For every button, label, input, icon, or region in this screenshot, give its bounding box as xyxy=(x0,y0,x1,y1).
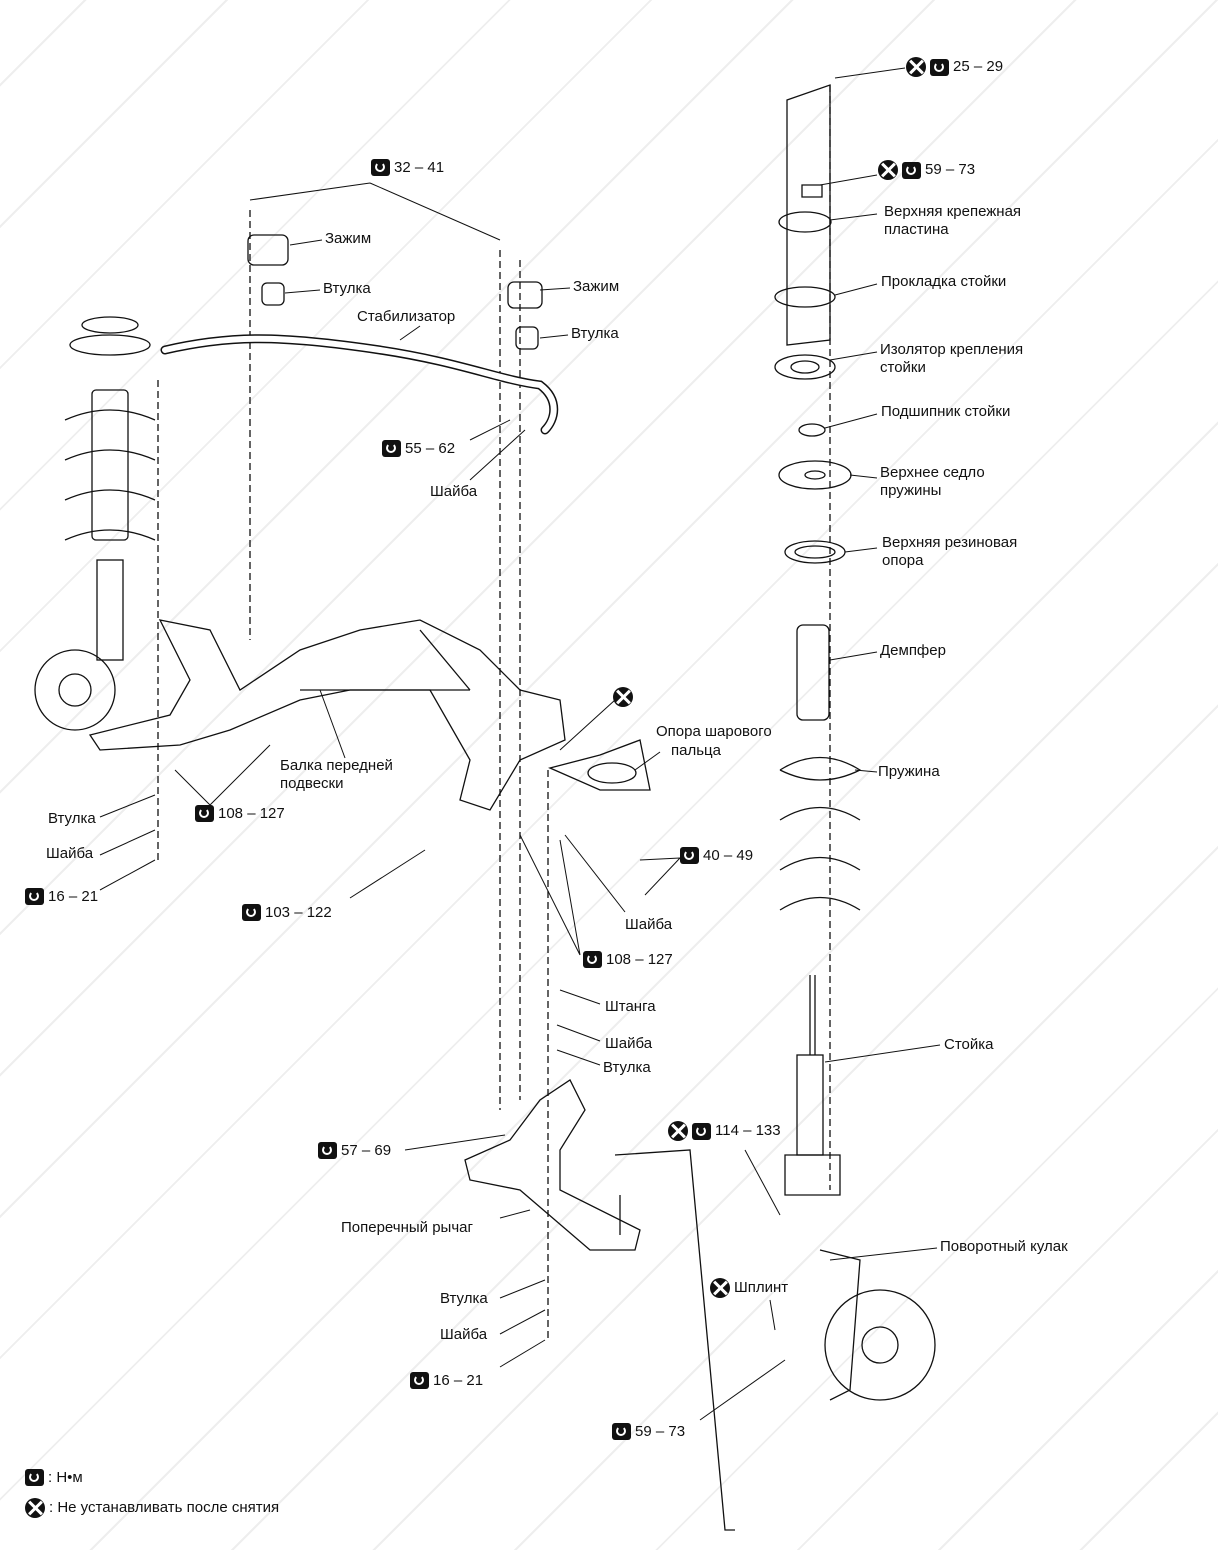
label-clamp: Зажим xyxy=(325,230,372,247)
torque-value: 103 – 122 xyxy=(265,903,332,921)
stabilizer-bar xyxy=(160,334,559,435)
torque-wrench-icon xyxy=(25,1469,44,1486)
label-bushing: Втулка xyxy=(603,1059,651,1076)
torque-value: 32 – 41 xyxy=(394,158,445,176)
torque-value: 57 – 69 xyxy=(341,1141,392,1159)
torque-wrench-icon xyxy=(692,1122,711,1140)
label-rubber-mount: Верхняя резиновая xyxy=(882,534,1018,551)
legend-text: : Не устанавливать после снятия xyxy=(49,1499,280,1516)
torque-value: 16 – 21 xyxy=(48,887,99,905)
torque-wrench-icon xyxy=(680,847,699,864)
no-reuse-callout xyxy=(613,687,633,707)
leader-lines xyxy=(99,67,941,1421)
torque-value: 40 – 49 xyxy=(703,846,754,864)
torque-callout: 114 – 133 xyxy=(668,1121,781,1141)
label-bushing: Втулка xyxy=(48,810,96,827)
torque-wrench-icon xyxy=(382,440,401,457)
torque-callout: 16 – 21 xyxy=(25,888,98,905)
label-upper-plate: Верхняя крепежная xyxy=(884,203,1022,220)
torque-wrench-icon xyxy=(410,1372,429,1389)
torque-value: 25 – 29 xyxy=(953,58,1004,75)
torque-callout: 103 – 122 xyxy=(242,904,332,921)
label-strut-gasket: Прокладка стойки xyxy=(881,273,1007,290)
torque-value: 16 – 21 xyxy=(433,1371,484,1389)
strut-stack xyxy=(774,84,936,1401)
torque-callout: 57 – 69 xyxy=(318,1142,391,1159)
no-reuse-icon xyxy=(906,57,926,77)
label-ball-joint-2: пальца xyxy=(671,742,721,759)
label-washer: Шайба xyxy=(430,483,478,500)
torque-callout: 40 – 49 xyxy=(680,847,753,864)
torque-callout: 59 – 73 xyxy=(878,160,975,180)
legend-torque: : Н•м xyxy=(25,1469,83,1486)
no-reuse-icon xyxy=(668,1121,688,1141)
label-rod: Штанга xyxy=(605,998,656,1015)
torque-value: 59 – 73 xyxy=(925,161,976,178)
no-reuse-icon xyxy=(878,160,898,180)
label-strut-bearing: Подшипник стойки xyxy=(881,403,1011,420)
legend-no-reuse: : Не устанавливать после снятия xyxy=(25,1498,279,1518)
torque-wrench-icon xyxy=(318,1142,337,1159)
torque-wrench-icon xyxy=(583,951,602,968)
lower-arm xyxy=(464,1079,641,1251)
label-transverse-arm: Поперечный рычаг xyxy=(341,1219,473,1236)
torque-value: 114 – 133 xyxy=(715,1122,781,1139)
label-spring: Пружина xyxy=(878,763,940,780)
label-upper-seat: Верхнее седло xyxy=(880,464,985,481)
torque-value: 108 – 127 xyxy=(218,804,285,822)
label-clamp: Зажим xyxy=(573,278,620,295)
torque-wrench-icon xyxy=(612,1423,631,1440)
label-washer: Шайба xyxy=(46,845,94,862)
torque-callout: 59 – 73 xyxy=(612,1423,685,1440)
torque-callout: 108 – 127 xyxy=(583,951,673,968)
label-ball-joint: Опора шарового xyxy=(656,723,772,740)
torque-callout: 16 – 21 xyxy=(410,1372,483,1389)
label-bushing: Втулка xyxy=(323,280,371,297)
torque-wrench-icon xyxy=(902,161,921,179)
label-member-2: подвески xyxy=(280,775,344,792)
label-bushing: Втулка xyxy=(440,1290,488,1307)
torque-callout: 55 – 62 xyxy=(382,440,455,457)
label-stabilizer: Стабилизатор xyxy=(357,308,456,325)
label-upper-seat-2: пружины xyxy=(880,482,942,499)
torque-callout: 108 – 127 xyxy=(195,805,285,822)
label-cotter-pin: Шплинт xyxy=(734,1279,789,1296)
label-strut: Стойка xyxy=(944,1036,994,1053)
label-washer: Шайба xyxy=(440,1326,488,1343)
label-member: Балка передней xyxy=(280,757,393,774)
suspension-member xyxy=(88,619,566,811)
no-reuse-icon xyxy=(613,687,633,707)
torque-wrench-icon xyxy=(371,159,390,176)
no-reuse-icon xyxy=(25,1498,45,1518)
legend-text: : Н•м xyxy=(48,1468,83,1486)
torque-wrench-icon xyxy=(25,888,44,905)
label-bumper: Демпфер xyxy=(880,642,946,659)
torque-wrench-icon xyxy=(930,58,949,76)
torque-value: 59 – 73 xyxy=(635,1422,686,1440)
label-upper-plate-2: пластина xyxy=(884,221,949,238)
torque-wrench-icon xyxy=(242,904,261,921)
label-mount-insulator-2: стойки xyxy=(880,359,926,376)
ball-joint-bracket xyxy=(548,739,651,791)
no-reuse-icon xyxy=(710,1278,730,1298)
center-lines xyxy=(157,85,831,1340)
label-bushing: Втулка xyxy=(571,325,619,342)
cotter-pin-callout: Шплинт xyxy=(710,1278,788,1298)
label-mount-insulator: Изолятор крепления xyxy=(880,341,1024,358)
torque-callout: 32 – 41 xyxy=(371,159,444,176)
torque-callout: 25 – 29 xyxy=(906,57,1003,77)
torque-wrench-icon xyxy=(195,805,214,822)
label-washer: Шайба xyxy=(605,1035,653,1052)
torque-value: 108 – 127 xyxy=(606,950,673,968)
left-strut-assembly xyxy=(34,316,156,731)
label-rubber-mount-2: опора xyxy=(882,552,924,569)
torque-value: 55 – 62 xyxy=(405,439,456,457)
label-washer: Шайба xyxy=(625,916,673,933)
label-knuckle: Поворотный кулак xyxy=(940,1238,1068,1255)
